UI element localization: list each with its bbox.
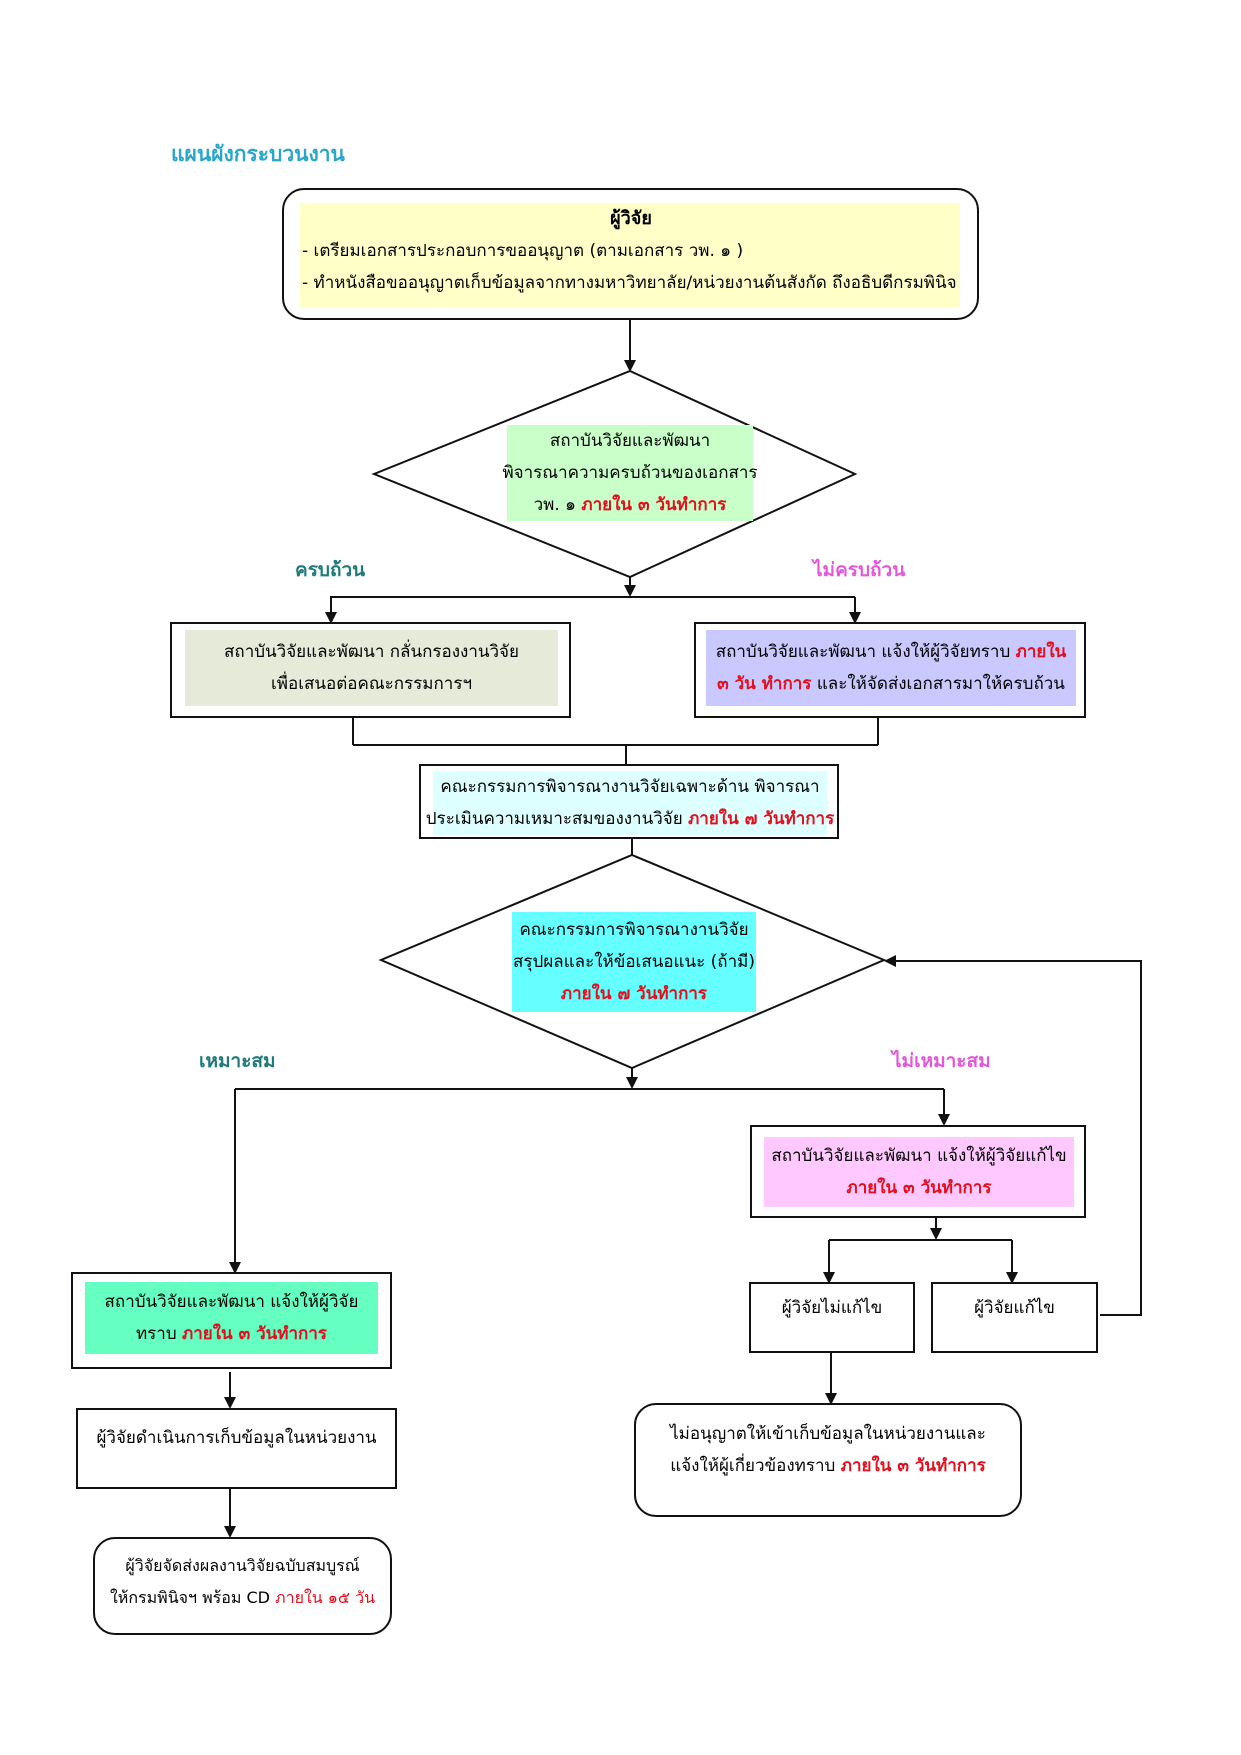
researcher-box-fill: ผู้วิจัย - เตรียมเอกสารประกอบการขออนุญาต… [300, 203, 960, 307]
revise-box: ผู้วิจัยแก้ไข [931, 1282, 1098, 1353]
notify-revise-line2: ภายใน ๓ วันทำการ [846, 1178, 992, 1198]
notify-incomplete-box: สถาบันวิจัยและพัฒนา แจ้งให้ผู้วิจัยทราบ … [694, 622, 1086, 718]
submit-line2: ให้กรมพินิจฯ พร้อม CD ภายใน ๑๕ วัน [110, 1582, 375, 1614]
deny-line1: ไม่อนุญาตให้เข้าเก็บข้อมูลในหน่วยงานและ [670, 1424, 986, 1444]
researcher-box: ผู้วิจัย - เตรียมเอกสารประกอบการขออนุญาต… [282, 188, 979, 320]
deny-line2-deadline: ภายใน ๓ วันทำการ [840, 1456, 986, 1476]
notify-approve-line2-text: ทราบ [135, 1324, 183, 1344]
notify-incomplete-line1-text: สถาบันวิจัยและพัฒนา แจ้งให้ผู้วิจัยทราบ [715, 642, 1016, 662]
committee-review-box: คณะกรรมการพิจารณางานวิจัยเฉพาะด้าน พิจาร… [419, 764, 839, 839]
deny-box-text: ไม่อนุญาตให้เข้าเก็บข้อมูลในหน่วยงานและ … [636, 1415, 1020, 1485]
notify-approve-line1: สถาบันวิจัยและพัฒนา แจ้งให้ผู้วิจัย [104, 1292, 359, 1312]
decision2-line2: สรุปผลและให้ข้อเสนอแนะ (ถ้ามี) [513, 952, 755, 972]
notify-approve-fill: สถาบันวิจัยและพัฒนา แจ้งให้ผู้วิจัย ทราบ… [85, 1282, 378, 1354]
notify-incomplete-line1-deadline: ภายใน [1015, 642, 1067, 662]
notify-approve-line2: ทราบ ภายใน ๓ วันทำการ [136, 1318, 327, 1350]
committee-review-line2: ประเมินความเหมาะสมของงานวิจัย ภายใน ๗ วั… [426, 803, 834, 835]
submit-box: ผู้วิจัยจัดส่งผลงานวิจัยฉบับสมบูรณ์ ให้ก… [93, 1537, 392, 1635]
notify-revise-fill: สถาบันวิจัยและพัฒนา แจ้งให้ผู้วิจัยแก้ไข… [764, 1137, 1074, 1207]
no-revise-box: ผู้วิจัยไม่แก้ไข [749, 1282, 915, 1353]
collect-label: ผู้วิจัยดำเนินการเก็บข้อมูลในหน่วยงาน [96, 1428, 377, 1448]
decision2-line1: คณะกรรมการพิจารณางานวิจัย [519, 920, 749, 940]
decision1-fill: สถาบันวิจัยและพัฒนา พิจารณาความครบถ้วนขอ… [502, 425, 758, 521]
decision1-line3: วพ. ๑ ภายใน ๓ วันทำการ [534, 489, 727, 521]
decision2-fill: คณะกรรมการพิจารณางานวิจัย สรุปผลและให้ข้… [512, 912, 756, 1012]
loopback-line [884, 955, 1142, 1316]
notify-revise-line1: สถาบันวิจัยและพัฒนา แจ้งให้ผู้วิจัยแก้ไข [771, 1146, 1067, 1166]
submit-box-text: ผู้วิจัยจัดส่งผลงานวิจัยฉบับสมบูรณ์ ให้ก… [95, 1547, 390, 1617]
deny-box: ไม่อนุญาตให้เข้าเก็บข้อมูลในหน่วยงานและ … [634, 1403, 1022, 1517]
label-unsuitable: ไม่เหมาะสม [892, 1050, 991, 1072]
decision2-line3: ภายใน ๗ วันทำการ [560, 984, 708, 1004]
submit-line2-text: ให้กรมพินิจฯ พร้อม CD [109, 1588, 276, 1607]
page-title: แผนผังกระบวนงาน [171, 142, 345, 166]
notify-incomplete-fill: สถาบันวิจัยและพัฒนา แจ้งให้ผู้วิจัยทราบ … [706, 630, 1076, 706]
notify-incomplete-line1: สถาบันวิจัยและพัฒนา แจ้งให้ผู้วิจัยทราบ … [716, 636, 1067, 668]
committee-review-fill: คณะกรรมการพิจารณางานวิจัยเฉพาะด้าน พิจาร… [426, 771, 834, 835]
notify-approve-line2-deadline: ภายใน ๓ วันทำการ [182, 1324, 328, 1344]
committee-review-line2-text: ประเมินความเหมาะสมของงานวิจัย [425, 809, 689, 829]
submit-line2-deadline: ภายใน ๑๕ วัน [275, 1588, 376, 1607]
decision1-line3-form: วพ. ๑ [533, 495, 582, 515]
label-incomplete: ไม่ครบถ้วน [813, 559, 906, 581]
researcher-heading: ผู้วิจัย [610, 208, 652, 229]
screen-box-fill: สถาบันวิจัยและพัฒนา กลั่นกรองงานวิจัย เพ… [185, 630, 558, 706]
researcher-line1: - เตรียมเอกสารประกอบการขออนุญาต (ตามเอกส… [302, 241, 744, 261]
deny-line2-text: แจ้งให้ผู้เกี่ยวข้องทราบ [670, 1456, 841, 1476]
submit-line1: ผู้วิจัยจัดส่งผลงานวิจัยฉบับสมบูรณ์ [125, 1556, 360, 1575]
notify-incomplete-line2-text: และให้จัดส่งเอกสารมาให้ครบถ้วน [811, 674, 1065, 694]
notify-revise-box: สถาบันวิจัยและพัฒนา แจ้งให้ผู้วิจัยแก้ไข… [750, 1125, 1086, 1218]
screen-box: สถาบันวิจัยและพัฒนา กลั่นกรองงานวิจัย เพ… [170, 622, 571, 718]
label-suitable: เหมาะสม [199, 1050, 276, 1072]
researcher-line2: - ทำหนังสือขออนุญาตเก็บข้อมูลจากทางมหาวิ… [302, 273, 957, 293]
deny-line2: แจ้งให้ผู้เกี่ยวข้องทราบ ภายใน ๓ วันทำกา… [670, 1450, 986, 1482]
committee-review-line1: คณะกรรมการพิจารณางานวิจัยเฉพาะด้าน พิจาร… [440, 777, 820, 797]
decision1-line1: สถาบันวิจัยและพัฒนา [549, 431, 711, 451]
committee-review-line2-deadline: ภายใน ๗ วันทำการ [688, 809, 835, 829]
label-complete: ครบถ้วน [295, 559, 366, 581]
no-revise-label: ผู้วิจัยไม่แก้ไข [781, 1298, 883, 1318]
notify-incomplete-line2: ๓ วัน ทำการ และให้จัดส่งเอกสารมาให้ครบถ้… [717, 668, 1065, 700]
decision1-line2: พิจารณาความครบถ้วนของเอกสาร [502, 463, 758, 483]
revise-label: ผู้วิจัยแก้ไข [974, 1298, 1055, 1318]
collect-box: ผู้วิจัยดำเนินการเก็บข้อมูลในหน่วยงาน [76, 1408, 397, 1489]
decision1-line3-deadline: ภายใน ๓ วันทำการ [581, 495, 727, 515]
screen-line1: สถาบันวิจัยและพัฒนา กลั่นกรองงานวิจัย [224, 642, 519, 662]
notify-incomplete-line2-deadline: ๓ วัน ทำการ [717, 674, 812, 694]
screen-line2: เพื่อเสนอต่อคณะกรรมการฯ [270, 674, 473, 694]
notify-approve-box: สถาบันวิจัยและพัฒนา แจ้งให้ผู้วิจัย ทราบ… [71, 1272, 392, 1369]
